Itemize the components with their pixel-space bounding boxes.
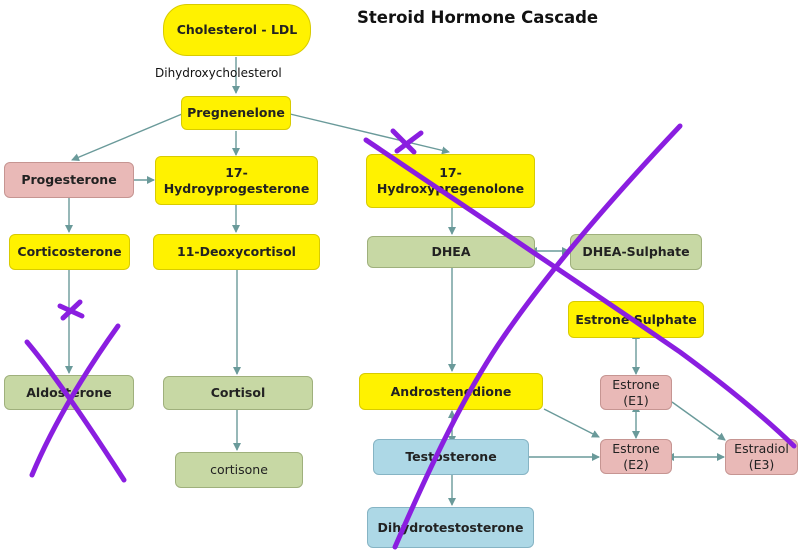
node-estrone-e1: Estrone (E1) [600, 375, 672, 410]
node-androstenedione: Androstenedione [359, 373, 543, 410]
node-pregnenelone: Pregnenelone [181, 96, 291, 130]
node-cholesterol-ldl: Cholesterol - LDL [163, 4, 311, 56]
node-17-hydroxypregenolone: 17- Hydroxypregenolone [366, 154, 535, 208]
node-progesterone: Progesterone [4, 162, 134, 198]
node-estrone-e2: Estrone (E2) [600, 439, 672, 474]
node-cortisone: cortisone [175, 452, 303, 488]
arrow-estrone-e1-estradiol-e3 [671, 401, 726, 441]
node-cortisol: Cortisol [163, 376, 313, 410]
diagram-title: Steroid Hormone Cascade [357, 8, 599, 27]
node-17-hydroyprogesterone: 17- Hydroyprogesterone [155, 156, 318, 205]
edge-label-dihydroxycholesterol: Dihydroxycholesterol [155, 66, 282, 80]
node-dihydrotestosterone: Dihydrotestosterone [367, 507, 534, 548]
arrow-pregnenelone-progesterone [71, 113, 183, 161]
node-dhea: DHEA [367, 236, 535, 268]
node-11-deoxycortisol: 11-Deoxycortisol [153, 234, 320, 270]
node-aldosterone: Aldosterone [4, 375, 134, 410]
arrow-androstenedione-estrone-e2 [543, 408, 600, 438]
node-dhea-sulphate: DHEA-Sulphate [570, 234, 702, 270]
node-testosterone: Testosterone [373, 439, 529, 475]
node-estrone-sulphate: Estrone Sulphate [568, 301, 704, 338]
node-estradiol-e3: Estradiol (E3) [725, 439, 798, 475]
node-corticosterone: Corticosterone [9, 234, 130, 270]
arrow-pregnenelone-hydroxypregnenolone [289, 113, 450, 155]
